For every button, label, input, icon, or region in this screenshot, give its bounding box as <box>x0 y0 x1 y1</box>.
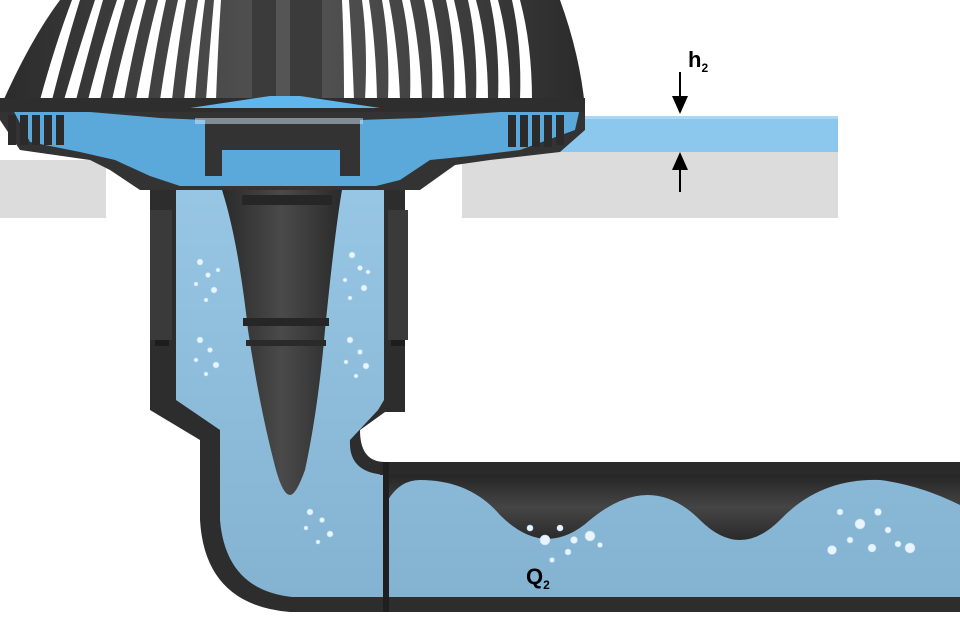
flange-teeth-left <box>8 115 64 145</box>
label-q2: Q2 <box>526 564 550 592</box>
arrow-down-icon <box>672 72 688 114</box>
label-h2: h2 <box>688 47 708 75</box>
label-q2-sub: 2 <box>543 578 550 592</box>
label-h2-main: h <box>688 47 701 72</box>
horizontal-pipe-air-wave <box>388 475 960 540</box>
arrow-up-icon <box>672 152 688 192</box>
dome-ribs <box>40 0 532 100</box>
roof-slab-left <box>0 160 106 218</box>
flange-water <box>12 108 580 186</box>
label-h2-sub: 2 <box>701 61 708 75</box>
flange-teeth-right <box>508 115 564 147</box>
roof-slab-right <box>462 152 838 218</box>
air-bubbles <box>193 251 916 563</box>
label-q2-main: Q <box>526 564 543 589</box>
roof-water-layer <box>560 116 838 152</box>
